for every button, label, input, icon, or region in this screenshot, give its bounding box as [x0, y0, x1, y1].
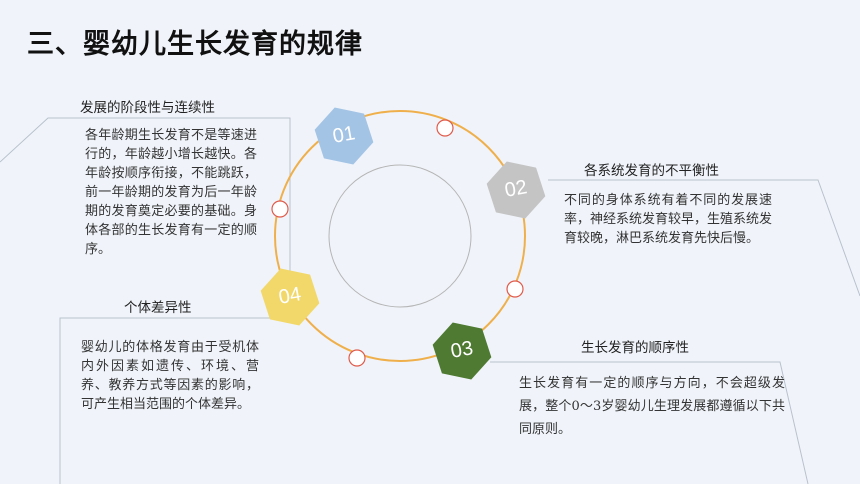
panel-outline-01	[0, 117, 291, 280]
item-heading-03: 生长发育的顺序性	[581, 340, 689, 356]
panel-outline-02	[548, 179, 860, 297]
item-heading-04: 个体差异性	[124, 300, 192, 316]
item-heading-02: 各系统发育的不平衡性	[584, 163, 719, 179]
ring-marker	[348, 349, 366, 367]
item-text-04: 婴幼儿的体格发育由于受机体内外因素如遗传、环境、营养、教养方式等因素的影响，可产…	[81, 340, 259, 412]
ring-marker	[271, 200, 289, 218]
page-title: 三、婴幼儿生长发育的规律	[27, 29, 363, 60]
inner-ring	[328, 164, 472, 308]
hexagon-02	[486, 161, 546, 219]
panel-outline-03	[490, 361, 809, 484]
item-text-01: 各年龄期生长发育不是等速进行的，年龄越小增长越快。各年龄按顺序衔接，不能跳跃，前…	[85, 128, 257, 257]
hexagon-04	[260, 268, 320, 326]
hexagon-01	[314, 107, 374, 165]
outer-ring	[274, 110, 526, 362]
ring-marker	[506, 280, 524, 298]
panel-outline-04	[59, 317, 290, 484]
item-text-02: 不同的身体系统有着不同的发展速率，神经系统发育较早，生殖系统发育较晚，淋巴系统发…	[564, 193, 773, 246]
hexagon-03	[432, 322, 492, 380]
item-text-03: 生长发育有一定的顺序与方向，不会超级发展，整个0～3岁婴幼儿生理发展都遵循以下共…	[519, 376, 785, 437]
ring-marker	[436, 119, 454, 137]
item-heading-01: 发展的阶段性与连续性	[80, 100, 215, 116]
